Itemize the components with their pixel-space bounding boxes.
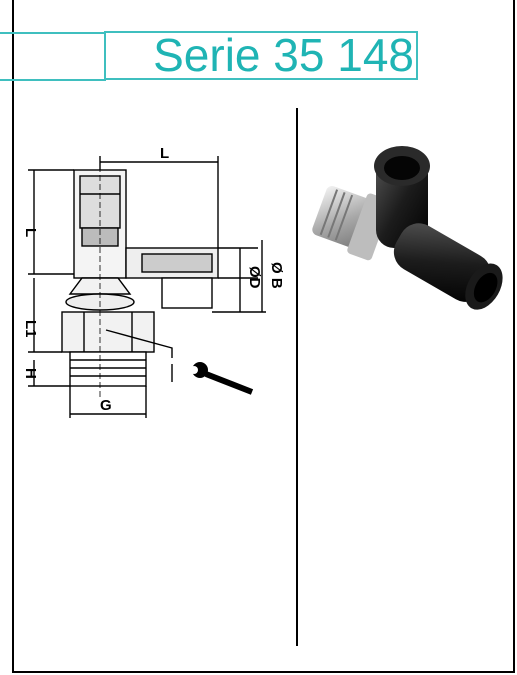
dim-label-l1: L1 xyxy=(22,320,39,338)
dim-label-l-side: L xyxy=(22,228,39,237)
title-box xyxy=(104,31,418,80)
technical-drawing: L L L1 H G ØD Ø B xyxy=(22,145,285,418)
header-rule-top xyxy=(0,32,106,34)
product-photo xyxy=(312,146,503,310)
column-divider xyxy=(296,108,298,646)
page-frame xyxy=(12,0,515,673)
dim-label-d: ØD xyxy=(246,266,263,289)
dim-label-b: Ø B xyxy=(268,262,285,289)
dim-label-l-top: L xyxy=(160,145,169,162)
wrench-icon xyxy=(190,362,254,395)
dim-label-h: H xyxy=(22,368,39,379)
page-title: Serie 35 148 xyxy=(153,29,414,81)
dim-label-g: G xyxy=(100,397,112,414)
header-rule-bottom xyxy=(0,79,106,81)
